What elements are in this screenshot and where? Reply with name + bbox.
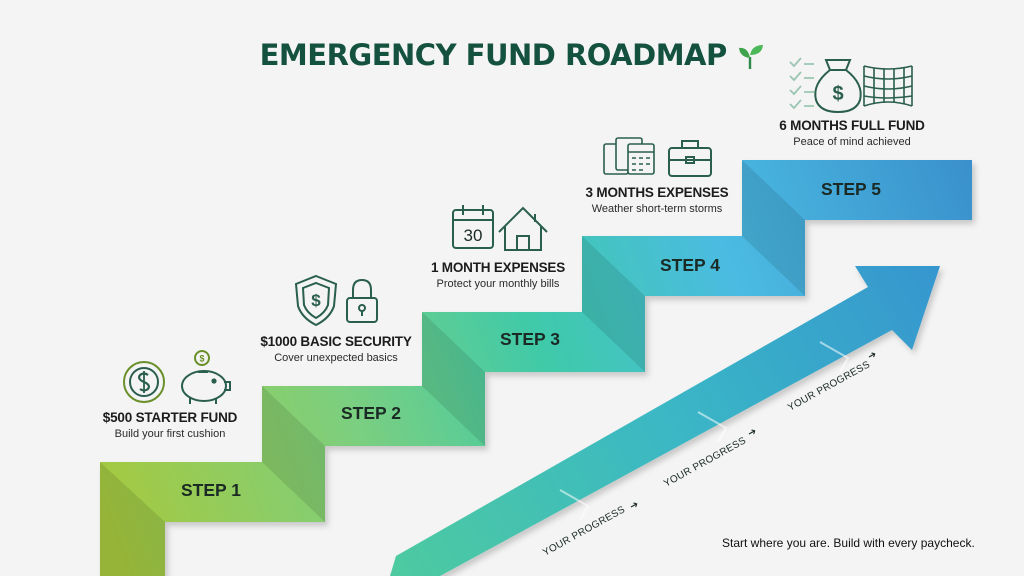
step-2-label: STEP 2 — [341, 403, 401, 423]
staircase — [100, 160, 972, 576]
progress-arrow-shape — [390, 266, 940, 576]
step-4-label: STEP 4 — [660, 255, 720, 275]
piggy-bank-icon: $ — [181, 350, 231, 404]
step-4-caption: 3 MONTHS EXPENSES Weather short-term sto… — [577, 185, 737, 215]
calendar-day: 30 — [464, 226, 483, 245]
step-3-label: STEP 3 — [500, 329, 560, 349]
step-1-subtext: Build your first cushion — [114, 428, 226, 440]
progress-arrow-glyph-1: ➔ — [628, 499, 641, 513]
arrow-segment-lines — [559, 341, 850, 521]
briefcase-icon — [668, 140, 712, 177]
step-labels: STEP 1 STEP 2 STEP 3 STEP 4 STEP 5 — [181, 179, 881, 500]
step-1-label: STEP 1 — [181, 480, 241, 500]
svg-text:$: $ — [311, 291, 321, 310]
house-icon — [498, 206, 548, 251]
padlock-icon — [346, 278, 378, 323]
progress-arrow — [390, 266, 940, 576]
safety-net-icon — [863, 65, 913, 107]
shield-dollar-icon: $ — [294, 274, 338, 327]
step-5-heading: 6 MONTHS FULL FUND — [779, 118, 925, 133]
checklist-icon — [789, 57, 814, 110]
step-3-heading: 1 MONTH EXPENSES — [430, 260, 566, 275]
step-4-subtext: Weather short-term storms — [591, 203, 723, 215]
title-text: EMERGENCY FUND ROADMAP — [259, 38, 728, 72]
money-bag-icon: $ — [814, 59, 862, 114]
staircase-shading — [100, 160, 805, 576]
step-4-heading: 3 MONTHS EXPENSES — [585, 185, 729, 200]
progress-arrow-glyph-3: ➔ — [866, 349, 879, 363]
page-title: EMERGENCY FUND ROADMAP — [0, 38, 1024, 72]
svg-text:$: $ — [199, 354, 204, 364]
step-2-caption: $1000 BASIC SECURITY Cover unexpected ba… — [248, 334, 424, 364]
sprout-icon — [739, 45, 764, 69]
step-2-heading: $1000 BASIC SECURITY — [260, 334, 412, 349]
step-5-subtext: Peace of mind achieved — [793, 136, 911, 148]
step-3-subtext: Protect your monthly bills — [436, 278, 560, 290]
footer-tagline: Start where you are. Build with every pa… — [722, 536, 975, 550]
step-1-heading: $500 STARTER FUND — [102, 410, 238, 425]
staircase-fill — [100, 160, 972, 576]
step-5-label: STEP 5 — [821, 179, 881, 199]
calendars-icon — [603, 137, 655, 175]
svg-text:$: $ — [832, 83, 843, 105]
progress-arrow-glyph-2: ➔ — [746, 426, 759, 440]
step-1-caption: $500 STARTER FUND Build your first cushi… — [90, 410, 250, 440]
step-2-subtext: Cover unexpected basics — [274, 352, 398, 364]
calendar-icon: 30 — [452, 205, 494, 249]
dollar-coin-icon — [123, 361, 165, 403]
step-3-caption: 1 MONTH EXPENSES Protect your monthly bi… — [418, 260, 578, 290]
step-5-caption: 6 MONTHS FULL FUND Peace of mind achieve… — [772, 118, 932, 148]
